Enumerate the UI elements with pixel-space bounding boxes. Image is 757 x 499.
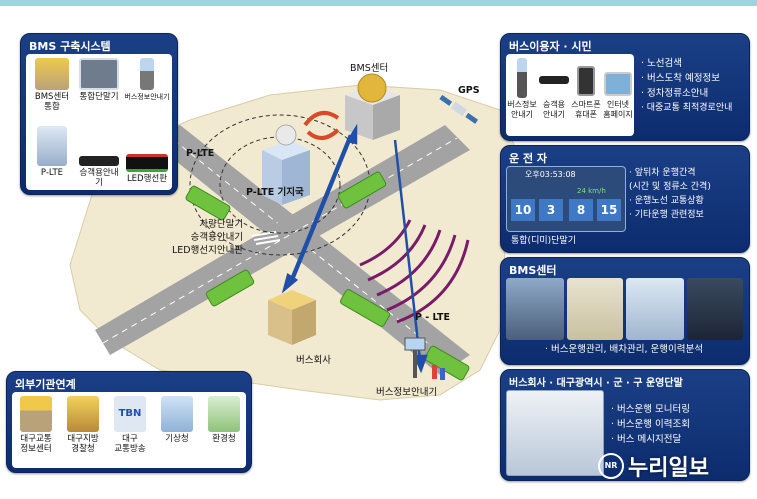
item-p-lte: P-LTE [29,126,75,178]
bms-center-photo-1 [506,278,564,340]
label-onboard-devices: 차량단말기 승객용안내기 LED행선지안내판 [172,219,244,256]
item-passenger-display: 승객용 안내기 [538,58,570,120]
led-sign-icon [126,154,168,172]
panel-driver: 운 전 자 오후03:53:08 24 km/h 10 3 8 15 통합(디미… [500,145,750,253]
screen-time: 오후03:53:08 [525,170,576,179]
screen-number-1: 10 [511,199,535,221]
item-bus-stop-display: 버스정보 안내기 [506,58,538,120]
panel-bms-system: BMS 구축시스템 BMS센터 통합 통합단말기 버스정보안내기 P-LTE 승… [20,33,178,195]
gps-satellite-icon [439,94,479,124]
sync-arrows-icon [303,110,340,127]
passenger-display-icon [539,76,569,84]
panel-title: BMS 구축시스템 [29,40,111,53]
screen-number-4: 15 [597,199,621,221]
item-bus-info-display: 버스정보안내기 [123,58,171,102]
watermark-text: 누리일보 [628,456,709,481]
weather-icon [161,396,193,432]
panel-bus-users: 버스이용자 · 시민 버스정보 안내기 승객용 안내기 스마트폰 휴대폰 인터넷… [500,33,750,141]
label-gps: GPS [458,85,480,96]
item-internet: 인터넷 홈페이지 [602,58,634,120]
driver-bullets: 앞뒤차 운행간격 (시간 및 정류소 간격) 운행노선 교통상황 기타운행 관련… [629,166,747,222]
panel-body: BMS센터 통합 통합단말기 버스정보안내기 P-LTE 승객용안내기 LED행… [26,54,172,190]
bms-center-photo-2 [567,278,623,340]
label-plte-left: P-LTE [186,148,215,159]
tbn-icon: TBN [114,396,146,432]
bus-3 [205,269,255,307]
panel-title: 버스이용자 · 시민 [509,40,592,53]
item-passenger-display: 승객용안내기 [76,138,122,188]
panel-body: 버스정보 안내기 승객용 안내기 스마트폰 휴대폰 인터넷 홈페이지 [506,54,634,136]
bus-1 [185,185,231,221]
driver-terminal-caption: 통합(디미)단말기 [511,236,576,246]
building-icon [35,58,69,90]
bus-2 [337,171,387,209]
item-led-sign: LED행선판 [123,138,171,184]
watermark-badge: NR [598,453,624,479]
label-bus-company: 버스회사 [296,355,331,366]
panel-bus-company: 버스회사 · 대구광역시 · 군 · 구 운영단말 버스운행 모니터링 버스운행… [500,369,750,481]
bus-user-bullets: 노선검색 버스도착 예정정보 정차정류소안내 대중교통 최적경로안내 [641,56,747,116]
label-bus-info-display: 버스정보안내기 [376,387,438,398]
panel-body: 대구교통 정보센터 대구지방 경찰청 TBN 대구 교통방송 기상청 환경청 [12,392,246,468]
traffic-center-icon [20,396,52,432]
item-terminal: 통합단말기 [76,58,122,102]
bus-company-building [268,290,316,345]
bus-stop-display-icon [517,58,527,98]
item-smartphone: 스마트폰 휴대폰 [570,58,602,120]
panel-external-agencies: 외부기관연계 대구교통 정보센터 대구지방 경찰청 TBN 대구 교통방송 기상… [6,371,252,473]
driver-terminal-screen: 오후03:53:08 24 km/h 10 3 8 15 [506,166,626,232]
bms-center-building [345,73,400,140]
panel-title: BMS센터 [509,264,557,277]
data-flow-arrows [281,123,428,374]
top-accent-bar [0,0,757,6]
label-bms-center: BMS센터 [350,63,389,74]
bms-center-photo-4 [687,278,743,340]
gps-signal-waves [359,219,470,324]
bus-4 [339,289,391,327]
bus-info-display-post [404,337,426,378]
label-plte-bottom: P - LTE [415,312,450,323]
item-traffic-center: 대구교통 정보센터 [14,396,58,454]
panel-bms-center: BMS센터 버스운행관리, 배차관리, 운행이력분석 [500,257,750,365]
panel-title: 버스회사 · 대구광역시 · 군 · 구 운영단말 [509,378,683,389]
item-weather: 기상청 [155,396,199,444]
screen-number-3: 8 [569,199,593,221]
watermark: NR 누리일보 [598,452,709,481]
panel-title: 외부기관연계 [15,378,76,391]
smartphone-icon [577,66,595,96]
bms-center-photo-3 [626,278,684,340]
police-icon [67,396,99,432]
item-bms-center: BMS센터 통합 [29,58,75,112]
bms-center-bullet: 버스운행관리, 배차관리, 운행이력분석 [545,342,745,357]
item-tbn: TBN 대구 교통방송 [108,396,152,454]
screen-speed: 24 km/h [577,187,606,195]
p-lte-icon [37,126,67,166]
pedestrians [432,365,445,380]
environment-icon [208,396,240,432]
item-police: 대구지방 경찰청 [61,396,105,454]
passenger-display-icon [79,156,119,166]
bus-company-bullets: 버스운행 모니터링 버스운행 이력조회 버스 메시지전달 [611,402,745,447]
plte-base-station [262,124,310,205]
item-environment: 환경청 [202,396,246,444]
label-plte-base: P-LTE 기지국 [246,187,304,198]
operation-terminal-screen [506,390,604,476]
screen-number-2: 3 [539,199,563,221]
bus-info-display-icon [140,58,154,90]
terminal-icon [79,58,119,90]
internet-icon [604,72,632,96]
panel-title: 운 전 자 [509,152,548,165]
